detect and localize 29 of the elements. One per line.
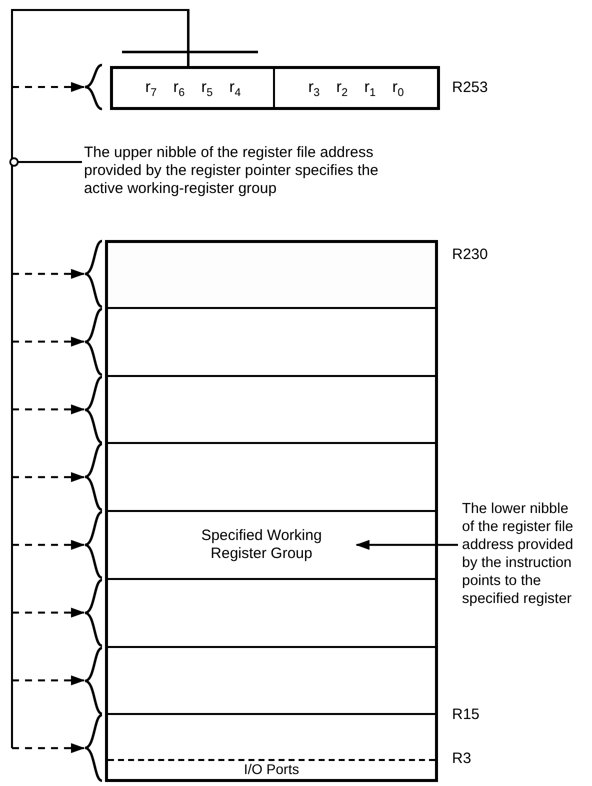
annotation-text: The upper nibble of the register file address provided by the register pointer specifies the active working-register group [84, 144, 414, 200]
curly-brace [84, 376, 102, 444]
register-row [108, 646, 435, 714]
curly-brace [84, 443, 102, 511]
bit-labels: r$_{3}$ r$_{2}$ r$_{1}$ r$_{0}$ [308, 79, 404, 97]
curly-brace [84, 578, 102, 646]
leader-line [9, 157, 82, 167]
register-address: R253 [452, 79, 488, 97]
register-address: R3 [452, 750, 472, 768]
register-row [108, 308, 435, 376]
curly-brace [84, 308, 102, 376]
register-row [108, 443, 435, 511]
curly-brace [84, 240, 102, 308]
curly-brace [84, 714, 102, 782]
register-row [108, 376, 435, 444]
arrow [356, 540, 458, 550]
curly-brace [84, 646, 102, 714]
curly-brace [84, 64, 102, 110]
register-address: R15 [452, 706, 480, 724]
register-box [110, 66, 440, 110]
register-row [108, 511, 435, 579]
register-row [108, 578, 435, 646]
row-label: Specified Working Register Group [200, 526, 323, 563]
row-label: I/O Ports [244, 761, 300, 778]
curly-brace [84, 511, 102, 579]
bit-labels: r$_{7}$ r$_{6}$ r$_{5}$ r$_{4}$ [145, 79, 241, 97]
register-address: R230 [452, 246, 488, 264]
register-file-box [105, 240, 438, 782]
annotation-text: The lower nibble of the register file address provided by the instruction points to the specified register [462, 500, 584, 650]
